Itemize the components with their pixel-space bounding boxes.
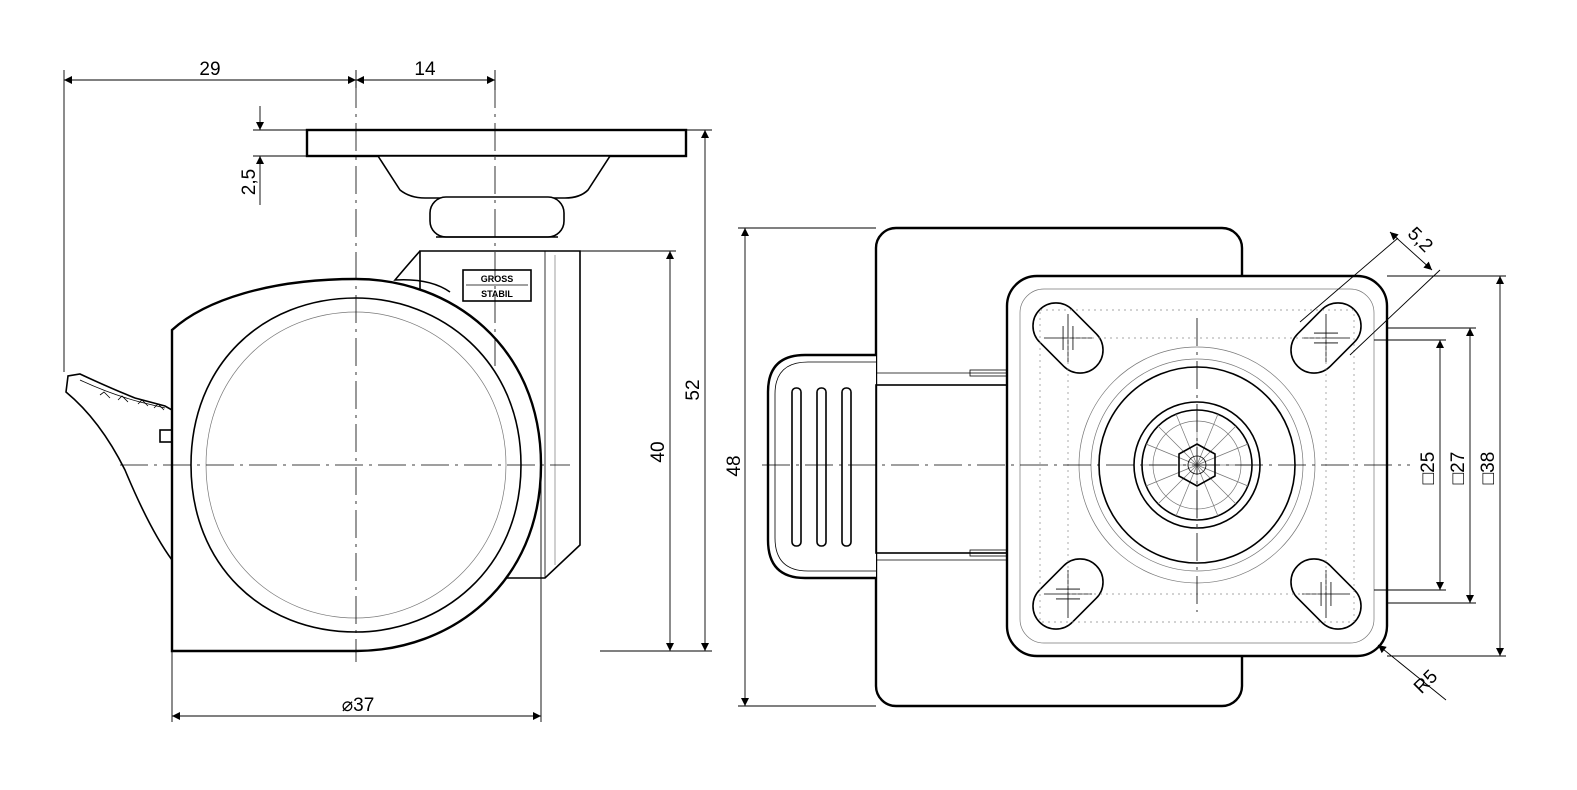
dim-square-38: □38 [1478, 452, 1499, 485]
top-brake-pedal [766, 353, 876, 580]
side-brake-lever [65, 373, 173, 563]
side-view: GROSS STABIL [65, 80, 688, 662]
top-view [762, 226, 1410, 708]
dim-48: 48 [724, 455, 745, 476]
dim-2-5: 2,5 [239, 169, 260, 195]
side-bearing-housing [376, 155, 612, 199]
dim-40: 40 [648, 441, 669, 462]
top-hex-bolt [1178, 443, 1216, 487]
dim-14: 14 [414, 59, 436, 80]
dim-29: 29 [199, 59, 220, 80]
logo-line-1: GROSS [481, 274, 514, 284]
side-mounting-plate [305, 128, 688, 158]
logo-line-2: STABIL [481, 289, 513, 299]
side-dimensions: 29 14 2,5 52 40 ⌀37 [63, 59, 712, 722]
side-swivel-collar [429, 196, 565, 238]
top-bolt-holes [1032, 302, 1362, 630]
dim-hole-5-2: 5,2 [1403, 223, 1437, 257]
dim-square-27: □27 [1448, 452, 1469, 485]
dim-square-25: □25 [1418, 452, 1439, 485]
dim-52: 52 [683, 379, 704, 400]
dim-diameter-37: ⌀37 [342, 695, 375, 716]
side-logo-plate: GROSS STABIL [462, 269, 532, 302]
